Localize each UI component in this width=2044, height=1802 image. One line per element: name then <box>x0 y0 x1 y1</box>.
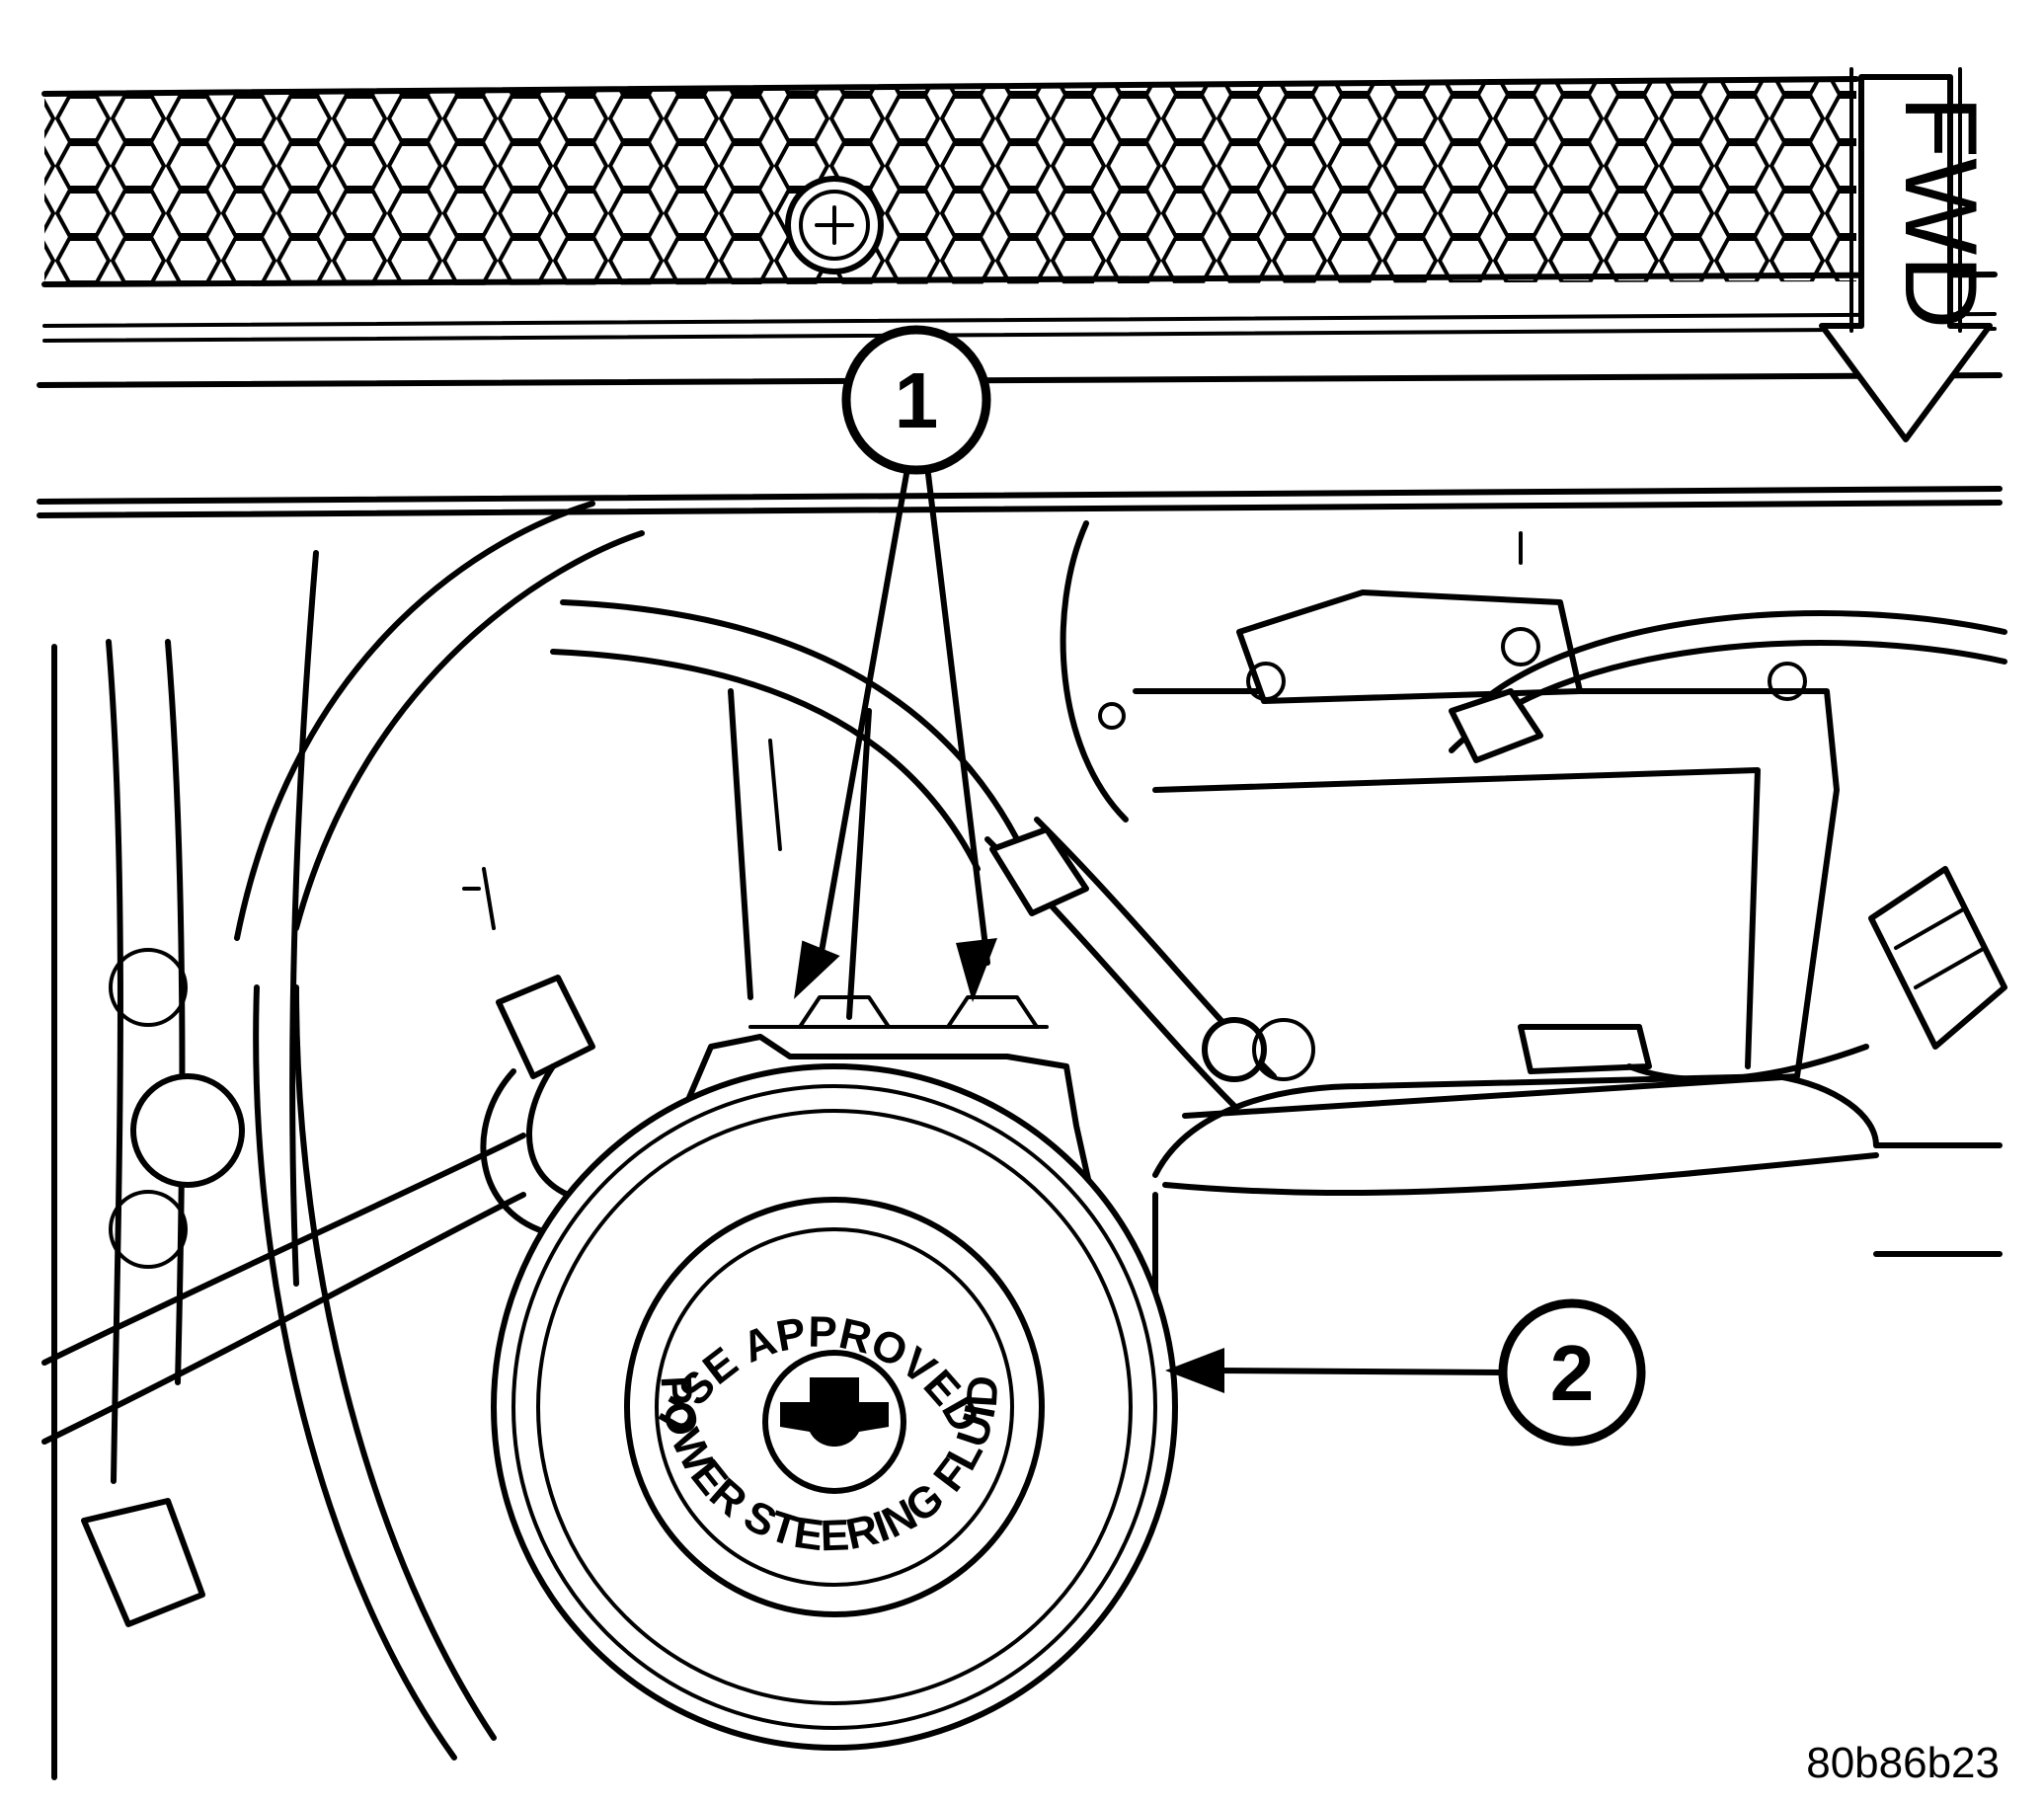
power-steering-reservoir: USE APPROVED POWER STEERING FLUID <box>491 995 1315 1751</box>
mounting-tab-left <box>798 995 891 1029</box>
callout-2: 2 <box>1165 1298 1646 1447</box>
figure-code: 80b86b23 <box>1806 1739 2000 1787</box>
engine-compartment <box>41 501 2007 1780</box>
cowl-grille <box>37 76 2003 518</box>
grille-screw <box>785 176 884 274</box>
mounting-tab-right <box>946 995 1039 1029</box>
reservoir-cap: USE APPROVED POWER STEERING FLUID <box>624 1197 1045 1617</box>
callout-2-label: 2 <box>1550 1329 1595 1417</box>
callout-1: 1 <box>794 325 997 1002</box>
forward-direction-arrow: FWD <box>1819 67 1998 442</box>
fwd-label: FWD <box>1883 96 1998 330</box>
callout-1-label: 1 <box>895 356 939 444</box>
